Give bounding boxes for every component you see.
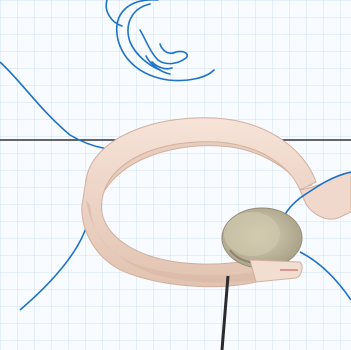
earpiece	[222, 208, 302, 268]
